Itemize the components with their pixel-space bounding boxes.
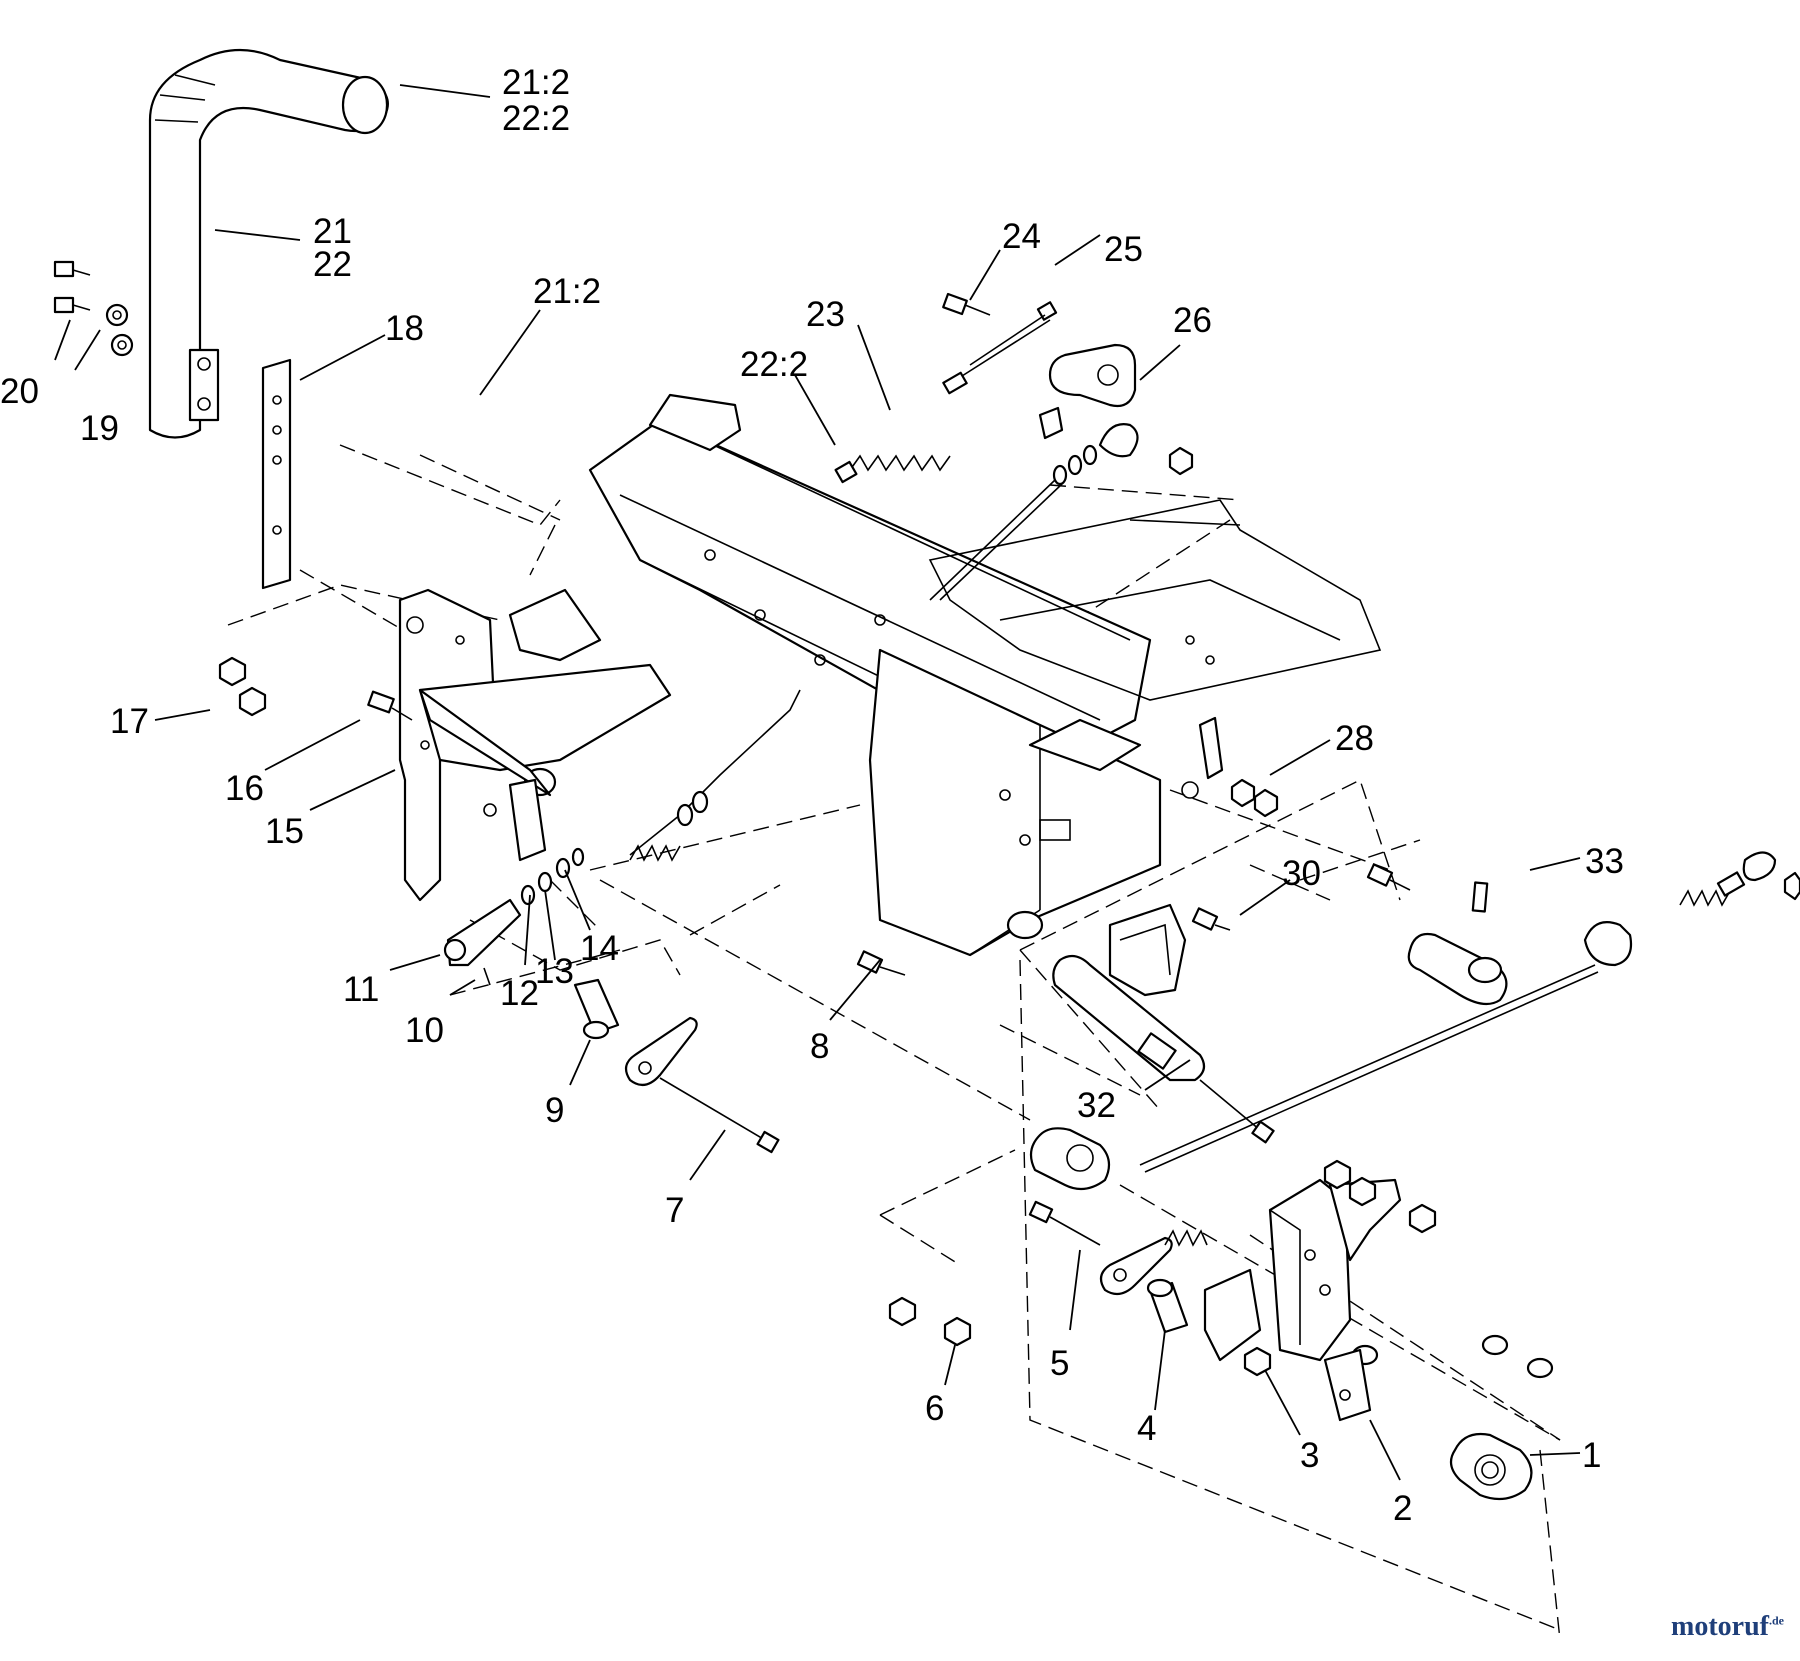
- callout-15: 15: [265, 812, 304, 851]
- callout-26: 24: [1002, 217, 1041, 256]
- callout-3: 3: [1300, 1436, 1319, 1475]
- clevis-assembly: [443, 689, 801, 986]
- callout-20: 20: [0, 372, 39, 411]
- callout-22-2: 22:2: [502, 99, 570, 138]
- upper-spring-linkage: [834, 292, 1194, 601]
- callout-24: 22:2: [740, 345, 808, 384]
- right-linkage: [1139, 716, 1800, 1173]
- callout-16: 16: [225, 769, 264, 808]
- main-frame: [508, 393, 1382, 997]
- control-handle: [148, 48, 389, 439]
- callout-10: 10: [405, 1011, 444, 1050]
- callout-9: 9: [545, 1091, 564, 1130]
- callout-leaders: [54, 84, 1581, 1481]
- callout-17: 17: [110, 702, 149, 741]
- callout-labels: 21:2 22:2 21 22 18 20 19 21:2 22:2 23 24…: [0, 63, 1624, 1528]
- callout-12: 12: [500, 974, 539, 1013]
- callout-7: 7: [665, 1191, 684, 1230]
- callout-30: 28: [1335, 719, 1374, 758]
- lower-pivot: [856, 910, 1275, 1144]
- callout-5: 5: [1050, 1344, 1069, 1383]
- callout-6: 6: [925, 1389, 944, 1428]
- callout-18: 18: [385, 309, 424, 348]
- rod-end-assembly: [573, 978, 780, 1154]
- callout-31: 30: [1282, 854, 1321, 893]
- callout-33: 33: [1585, 842, 1624, 881]
- callout-25: 23: [806, 295, 845, 334]
- callout-23: 21:2: [533, 272, 601, 311]
- callout-21-2: 21:2: [502, 63, 570, 102]
- callout-21: 21: [313, 212, 352, 251]
- callout-32: 32: [1077, 1086, 1116, 1125]
- lower-assembly: [888, 1127, 1554, 1501]
- watermark-tld: .de: [1769, 1613, 1784, 1628]
- callout-14: 14: [580, 929, 619, 968]
- watermark-logo: motoruf.de: [1671, 1611, 1784, 1643]
- callout-22: 22: [313, 245, 352, 284]
- watermark-name: motoruf: [1671, 1611, 1769, 1642]
- callout-28: 26: [1173, 301, 1212, 340]
- callout-8: 8: [810, 1027, 829, 1066]
- callout-4: 4: [1137, 1409, 1156, 1448]
- callout-27: 25: [1104, 230, 1143, 269]
- callout-13: 13: [535, 952, 574, 991]
- callout-11: 11: [343, 970, 379, 1009]
- mounting-bar: [261, 358, 292, 590]
- pivot-bracket: [218, 588, 672, 902]
- callout-1: 1: [1582, 1436, 1601, 1475]
- callout-2: 2: [1393, 1489, 1412, 1528]
- callout-19: 19: [80, 409, 119, 448]
- handle-bolts: [53, 260, 134, 357]
